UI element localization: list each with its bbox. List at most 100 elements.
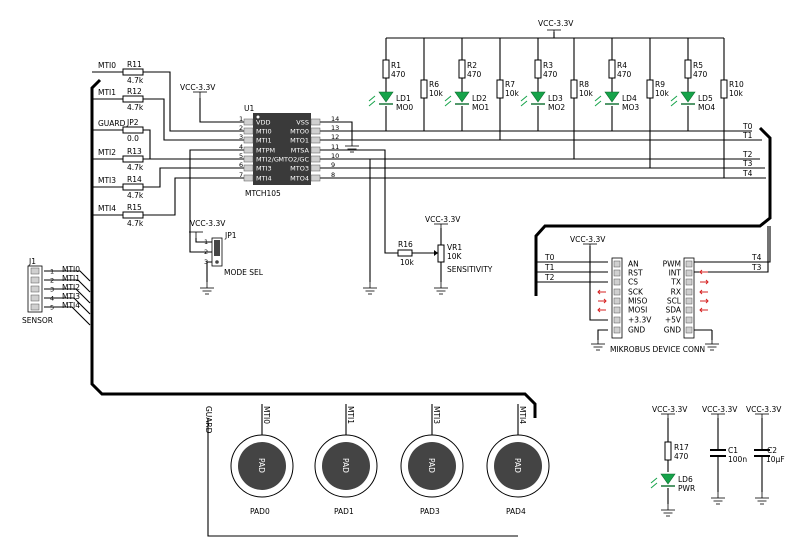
input-resistor-ref: R15 <box>127 203 142 212</box>
chip-left-pin-num: 3 <box>239 133 243 141</box>
pad-center-label: PAD <box>513 458 522 473</box>
led-resistor-ref: R2 <box>467 61 477 70</box>
chip-right-pin-num: 10 <box>331 152 339 160</box>
pad-name: PAD1 <box>334 507 354 516</box>
trunk-label: T2 <box>742 150 753 159</box>
pullup-value: 10k <box>429 89 444 98</box>
chip-right-pin-num: 9 <box>331 161 335 169</box>
chip-left-pin-name: MTI3 <box>256 165 272 173</box>
ld6-ref: LD6 <box>678 475 693 484</box>
input-net-label: MTI1 <box>98 88 116 97</box>
chip-left-pin-name: VDD <box>256 119 270 127</box>
led-resistor-ref: R4 <box>617 61 627 70</box>
pullup-ref: R8 <box>579 80 589 89</box>
chip-left-pin-num: 7 <box>239 171 243 179</box>
input-resistor-ref: R14 <box>127 175 142 184</box>
led-net: MO1 <box>472 103 489 112</box>
sensitivity-circuit: R16 10k VR1 10K SENSITIVITY <box>397 240 493 274</box>
pullup-value: 10k <box>729 89 744 98</box>
input-resistor-ref: R11 <box>127 60 142 69</box>
pad-name: PAD3 <box>420 507 440 516</box>
signal-direction-arrows <box>597 269 709 313</box>
j1-net-label: MTI0 <box>62 265 80 274</box>
mikrobus-right-pin: GND <box>664 326 681 335</box>
led-resistor-value: 470 <box>543 70 558 79</box>
trunk-label: T1 <box>742 131 753 140</box>
mikrobus-title: MIKROBUS DEVICE CONN <box>610 345 705 354</box>
vcc-label-r17: VCC-3.3V <box>652 405 688 414</box>
pullup-ref: R6 <box>429 80 439 89</box>
chip-left-pin-name: MTI0 <box>256 128 272 136</box>
c2-ref: C2 <box>767 446 777 455</box>
led-net: MO3 <box>622 103 639 112</box>
vcc-labels: VCC-3.3V VCC-3.3V VCC-3.3V VCC-3.3V VCC-… <box>180 19 782 414</box>
mikrobus-left-pin: CS <box>628 278 638 287</box>
chip-name: MTCH105 <box>245 189 281 198</box>
chip-left-pin-num: 5 <box>239 152 243 160</box>
r16-val: 10k <box>400 258 415 267</box>
mikrobus-left-pin: AN <box>628 260 639 269</box>
mikrobus-left-pin: GND <box>628 326 645 335</box>
led-ref: LD3 <box>548 94 563 103</box>
pad-net-label: MTI3 <box>432 406 441 424</box>
vcc-label-vr1: VCC-3.3V <box>425 215 461 224</box>
mikrobus-right-pin: TX <box>670 278 681 287</box>
chip-right-pin-num: 8 <box>331 171 335 179</box>
vcc-label-c1: VCC-3.3V <box>702 405 738 414</box>
power-section: R17 470 LD6 PWR C1 100n C2 10µF <box>650 441 785 493</box>
chip-left-pin-name: MTPM <box>256 147 275 155</box>
j1-pin-number: 3 <box>50 286 54 294</box>
input-resistor-ref: R13 <box>127 147 142 156</box>
led-ref: LD4 <box>622 94 637 103</box>
input-resistor-value: 4.7k <box>127 76 144 85</box>
chip-left-pin-num: 4 <box>239 143 243 151</box>
input-net-label: MTI4 <box>98 204 116 213</box>
input-resistor-ref: JP2 <box>126 118 139 127</box>
led-net: MO0 <box>396 103 413 112</box>
led-columns: R1470LD1MO0R2470LD2MO1R3470LD3MO2R4470LD… <box>368 38 715 131</box>
pad-net-label: MTI0 <box>262 406 271 424</box>
ld6-label: PWR <box>678 484 695 493</box>
touch-pads: PADMTI0PAD0PADMTI1PAD1PADMTI3PAD3PADMTI4… <box>230 406 550 516</box>
input-net-label: MTI0 <box>98 61 116 70</box>
input-resistor-value: 0.0 <box>127 134 139 143</box>
j1-pin-number: 5 <box>50 304 54 312</box>
vcc-label-jp1: VCC-3.3V <box>190 219 226 228</box>
vcc-label-c2: VCC-3.3V <box>746 405 782 414</box>
input-resistor-value: 4.7k <box>127 219 144 228</box>
pullup-ref: R10 <box>729 80 744 89</box>
led-net: MO2 <box>548 103 565 112</box>
wiring <box>44 32 772 537</box>
mikrobus-left-net: T0 <box>544 253 555 262</box>
led-resistor-ref: R3 <box>543 61 553 70</box>
chip-right-pin-name: MTO3 <box>290 165 309 173</box>
r17-val: 470 <box>674 452 689 461</box>
jp1-ref: JP1 <box>224 231 237 240</box>
jp1-pin-3: 3 <box>204 258 208 266</box>
mikrobus-right-pin: PWM <box>663 260 681 269</box>
input-resistor-value: 4.7k <box>127 103 144 112</box>
mikrobus-right-pin: SCL <box>667 297 682 306</box>
led-resistor-ref: R5 <box>693 61 703 70</box>
mikrobus-right-net: T3 <box>751 263 762 272</box>
r16-ref: R16 <box>398 240 413 249</box>
led-resistor-value: 470 <box>617 70 632 79</box>
trunk-label: T3 <box>742 159 753 168</box>
vr1-val: 10K <box>447 252 463 261</box>
chip-right-pin-num: 13 <box>331 124 339 132</box>
pullup-ref: R7 <box>505 80 515 89</box>
trunk-label: T4 <box>742 169 753 178</box>
mikrobus-left-net: T1 <box>544 263 555 272</box>
sensitivity-label: SENSITIVITY <box>447 265 493 274</box>
mikrobus-right-pin: RX <box>671 288 681 297</box>
chip-left-pin-name: MTI4 <box>256 175 272 183</box>
j1-pin-number: 2 <box>50 277 54 285</box>
pad-center-label: PAD <box>427 458 436 473</box>
j1-pin-number: 4 <box>50 295 54 303</box>
